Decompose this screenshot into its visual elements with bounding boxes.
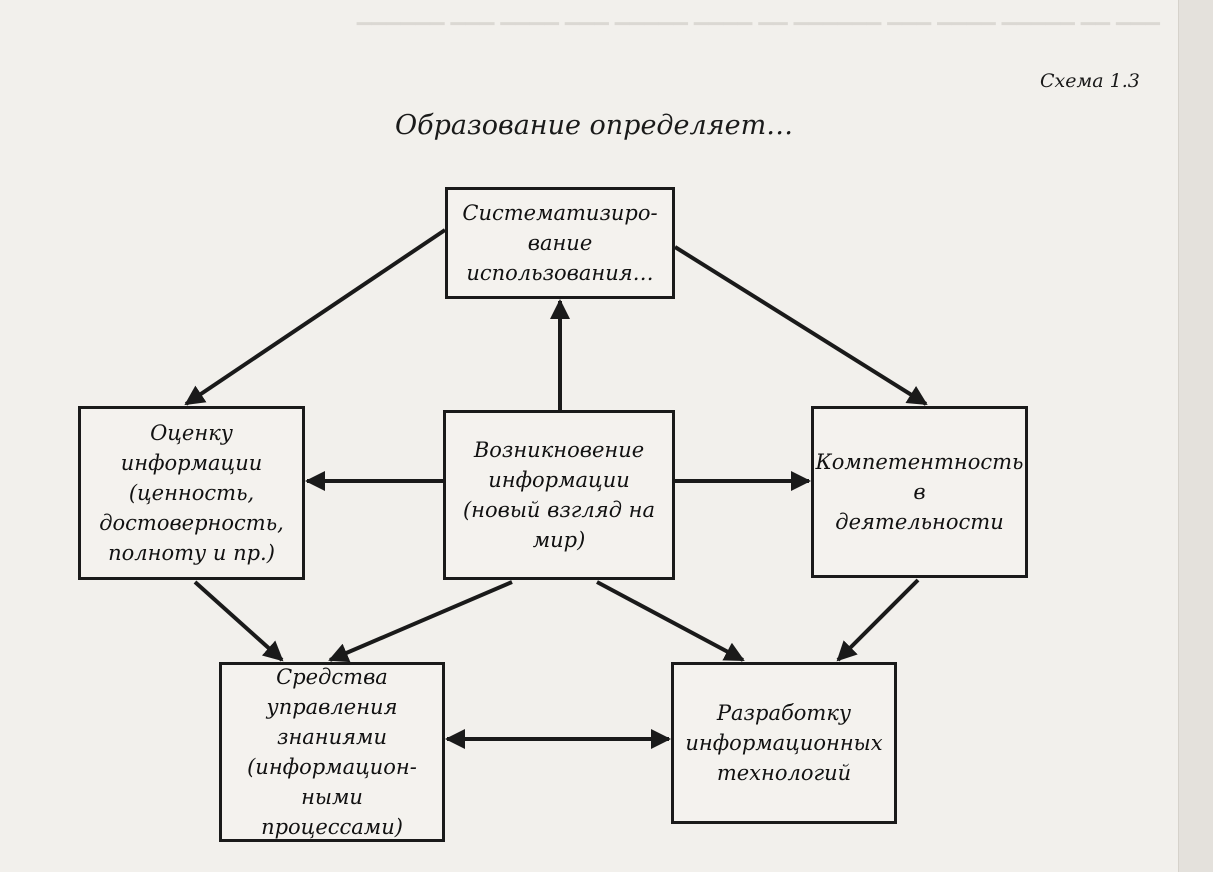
arrow-evaluation-to-knowledge — [193, 580, 284, 662]
node-development: Разработку информационных технологий — [671, 662, 897, 824]
arrow-systematize-to-evaluation — [184, 228, 447, 406]
node-systematize: Систематизиро- вание использования… — [445, 187, 675, 299]
arrow-emergence-to-development — [596, 580, 745, 662]
arrow-systematize-to-competence — [673, 245, 928, 406]
page-edge-strip — [1178, 0, 1213, 872]
arrow-competence-to-development — [836, 578, 920, 662]
scheme-label: Схема 1.3 — [1040, 70, 1140, 92]
arrow-emergence-to-knowledge — [328, 580, 513, 663]
node-evaluation: Оценку информации (ценность, достовернос… — [78, 406, 305, 580]
diagram-title: Образование определяет… — [395, 110, 794, 141]
node-emergence: Возникновение информации (новый взгляд н… — [443, 410, 675, 580]
node-competence: Компетентность в деятельности — [811, 406, 1028, 578]
node-knowledge: Средства управления знаниями (информацио… — [219, 662, 445, 842]
